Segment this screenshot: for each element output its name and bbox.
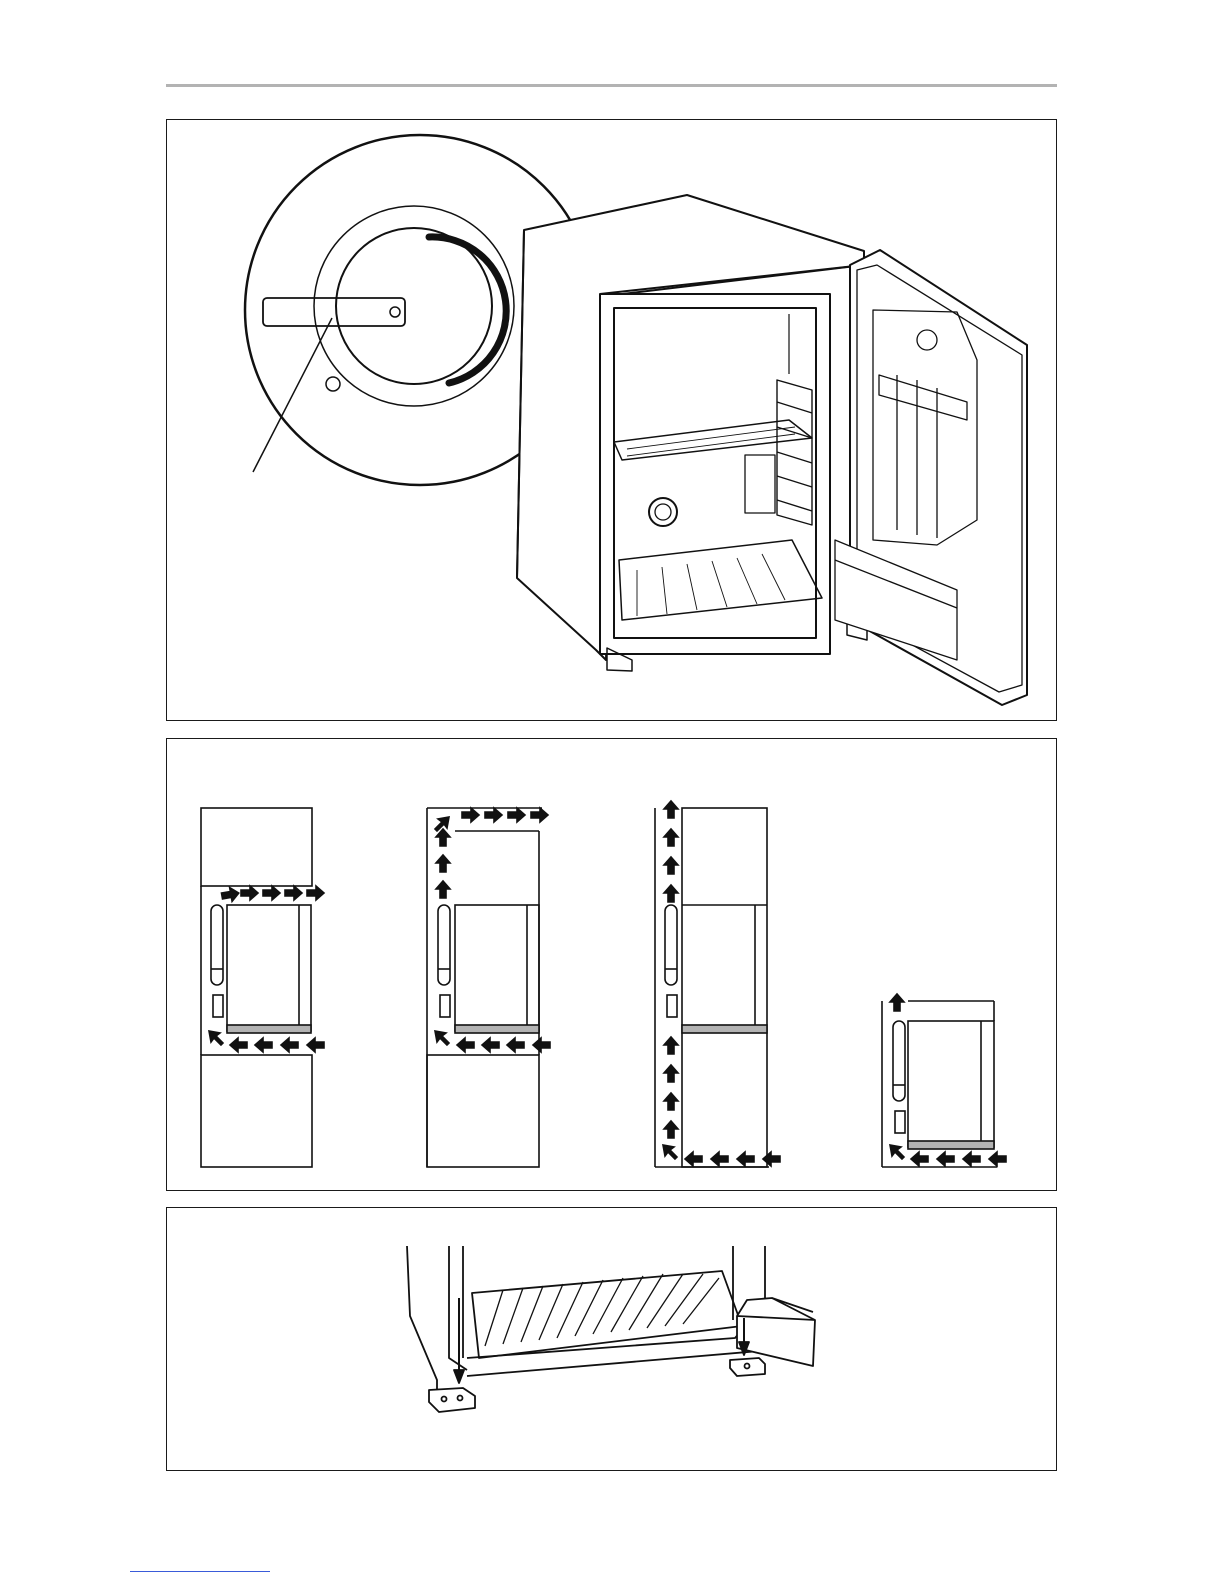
fridge-front-frame (600, 294, 830, 654)
thermostat-figure-panel (166, 119, 1057, 721)
right-foot (730, 1358, 765, 1376)
header-rule (166, 84, 1057, 87)
fridge-base-illustration (167, 1208, 1058, 1472)
variant-free-standing (882, 994, 1006, 1167)
ventilation-figure-panel (166, 738, 1057, 1191)
footer-link-underline (130, 1571, 270, 1572)
fridge-thermostat-illustration (167, 120, 1058, 722)
variant-top-vent (427, 808, 550, 1167)
variant-column-vent (655, 801, 780, 1167)
variant-built-in-niche (201, 808, 324, 1167)
left-foot (429, 1388, 475, 1412)
left-side-wall (407, 1246, 437, 1390)
ventilation-diagrams (167, 739, 1058, 1192)
feet-figure-panel (166, 1207, 1057, 1471)
bottom-tray (472, 1271, 742, 1358)
